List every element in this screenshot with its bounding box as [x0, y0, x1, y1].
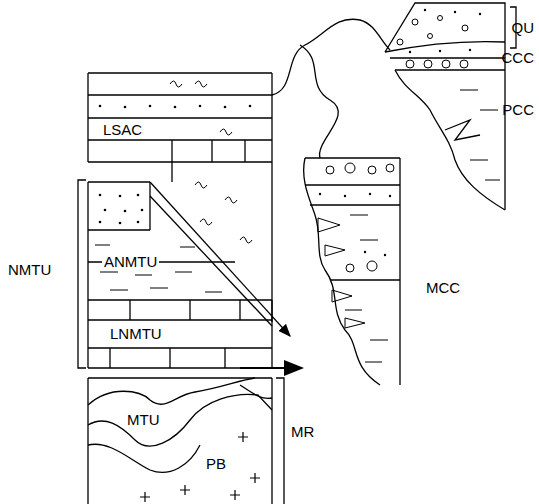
unit-label: PCC	[500, 102, 536, 118]
unit-label: MR	[289, 424, 316, 440]
unit-label: QU	[510, 20, 537, 36]
unit-label: NMTU	[6, 262, 53, 278]
unit-label: MCC	[424, 280, 462, 296]
unit-label: ANMTU	[102, 254, 159, 270]
unit-label: MTU	[125, 412, 162, 428]
unit-label: LNMTU	[108, 326, 164, 342]
unit-label: PB	[204, 456, 228, 472]
unit-label: CCC	[500, 50, 537, 66]
unit-label: LSAC	[101, 122, 144, 138]
